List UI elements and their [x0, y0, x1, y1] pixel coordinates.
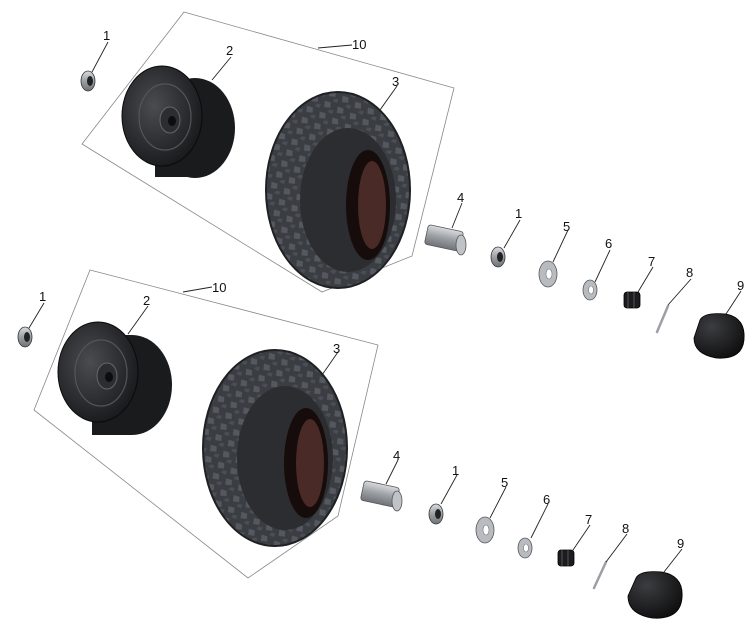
callout-lower-9: 9 [677, 536, 684, 551]
callout-lower-4: 4 [393, 448, 400, 463]
upper-tire [265, 91, 411, 289]
upper-cotter-pin [655, 304, 670, 334]
lower-castle-nut [557, 549, 575, 567]
upper-bearing-left [80, 70, 96, 92]
callout-upper-1a: 1 [103, 28, 110, 43]
callout-lower-2: 2 [143, 293, 150, 308]
lower-washer-large [475, 516, 495, 544]
lower-callouts: 1 2 10 3 4 1 5 6 7 8 9 [28, 280, 684, 573]
callout-lower-7: 7 [585, 512, 592, 527]
callout-lower-5: 5 [501, 475, 508, 490]
lower-dust-cap [627, 571, 683, 619]
lower-axle-sleeve [360, 480, 403, 512]
callout-lower-10: 10 [212, 280, 226, 295]
upper-bearing-right [490, 246, 506, 268]
callout-lower-3: 3 [333, 341, 340, 356]
lower-frame-outline [33, 269, 379, 579]
lower-cotter-pin [592, 560, 608, 590]
callout-upper-8: 8 [686, 265, 693, 280]
callout-lower-8: 8 [622, 521, 629, 536]
lower-bearing-right [428, 503, 444, 525]
callout-upper-6: 6 [605, 236, 612, 251]
lower-tire [202, 349, 348, 547]
callout-upper-4: 4 [457, 190, 464, 205]
lower-bearing-left [17, 326, 33, 348]
upper-callouts: 1 2 10 3 4 1 5 6 7 8 9 [91, 28, 744, 315]
upper-assembly: 1 2 10 3 4 1 5 6 7 8 9 [80, 11, 745, 359]
callout-upper-3: 3 [392, 74, 399, 89]
callout-upper-5: 5 [563, 219, 570, 234]
callout-lower-1b: 1 [452, 463, 459, 478]
lower-assembly: 1 2 10 3 4 1 5 6 7 8 9 [17, 269, 684, 619]
callout-upper-1b: 1 [515, 206, 522, 221]
callout-upper-7: 7 [648, 254, 655, 269]
upper-axle-sleeve [424, 224, 467, 256]
upper-rim [121, 65, 235, 178]
upper-dust-cap [693, 313, 745, 359]
callout-lower-1a: 1 [39, 289, 46, 304]
callout-upper-9: 9 [737, 278, 744, 293]
upper-washer-small [582, 279, 598, 301]
callout-upper-10: 10 [352, 37, 366, 52]
callout-upper-2: 2 [226, 43, 233, 58]
lower-washer-small [517, 537, 533, 559]
upper-castle-nut [623, 291, 641, 309]
upper-washer-large [538, 260, 558, 288]
lower-rim [57, 321, 172, 435]
callout-lower-6: 6 [543, 492, 550, 507]
